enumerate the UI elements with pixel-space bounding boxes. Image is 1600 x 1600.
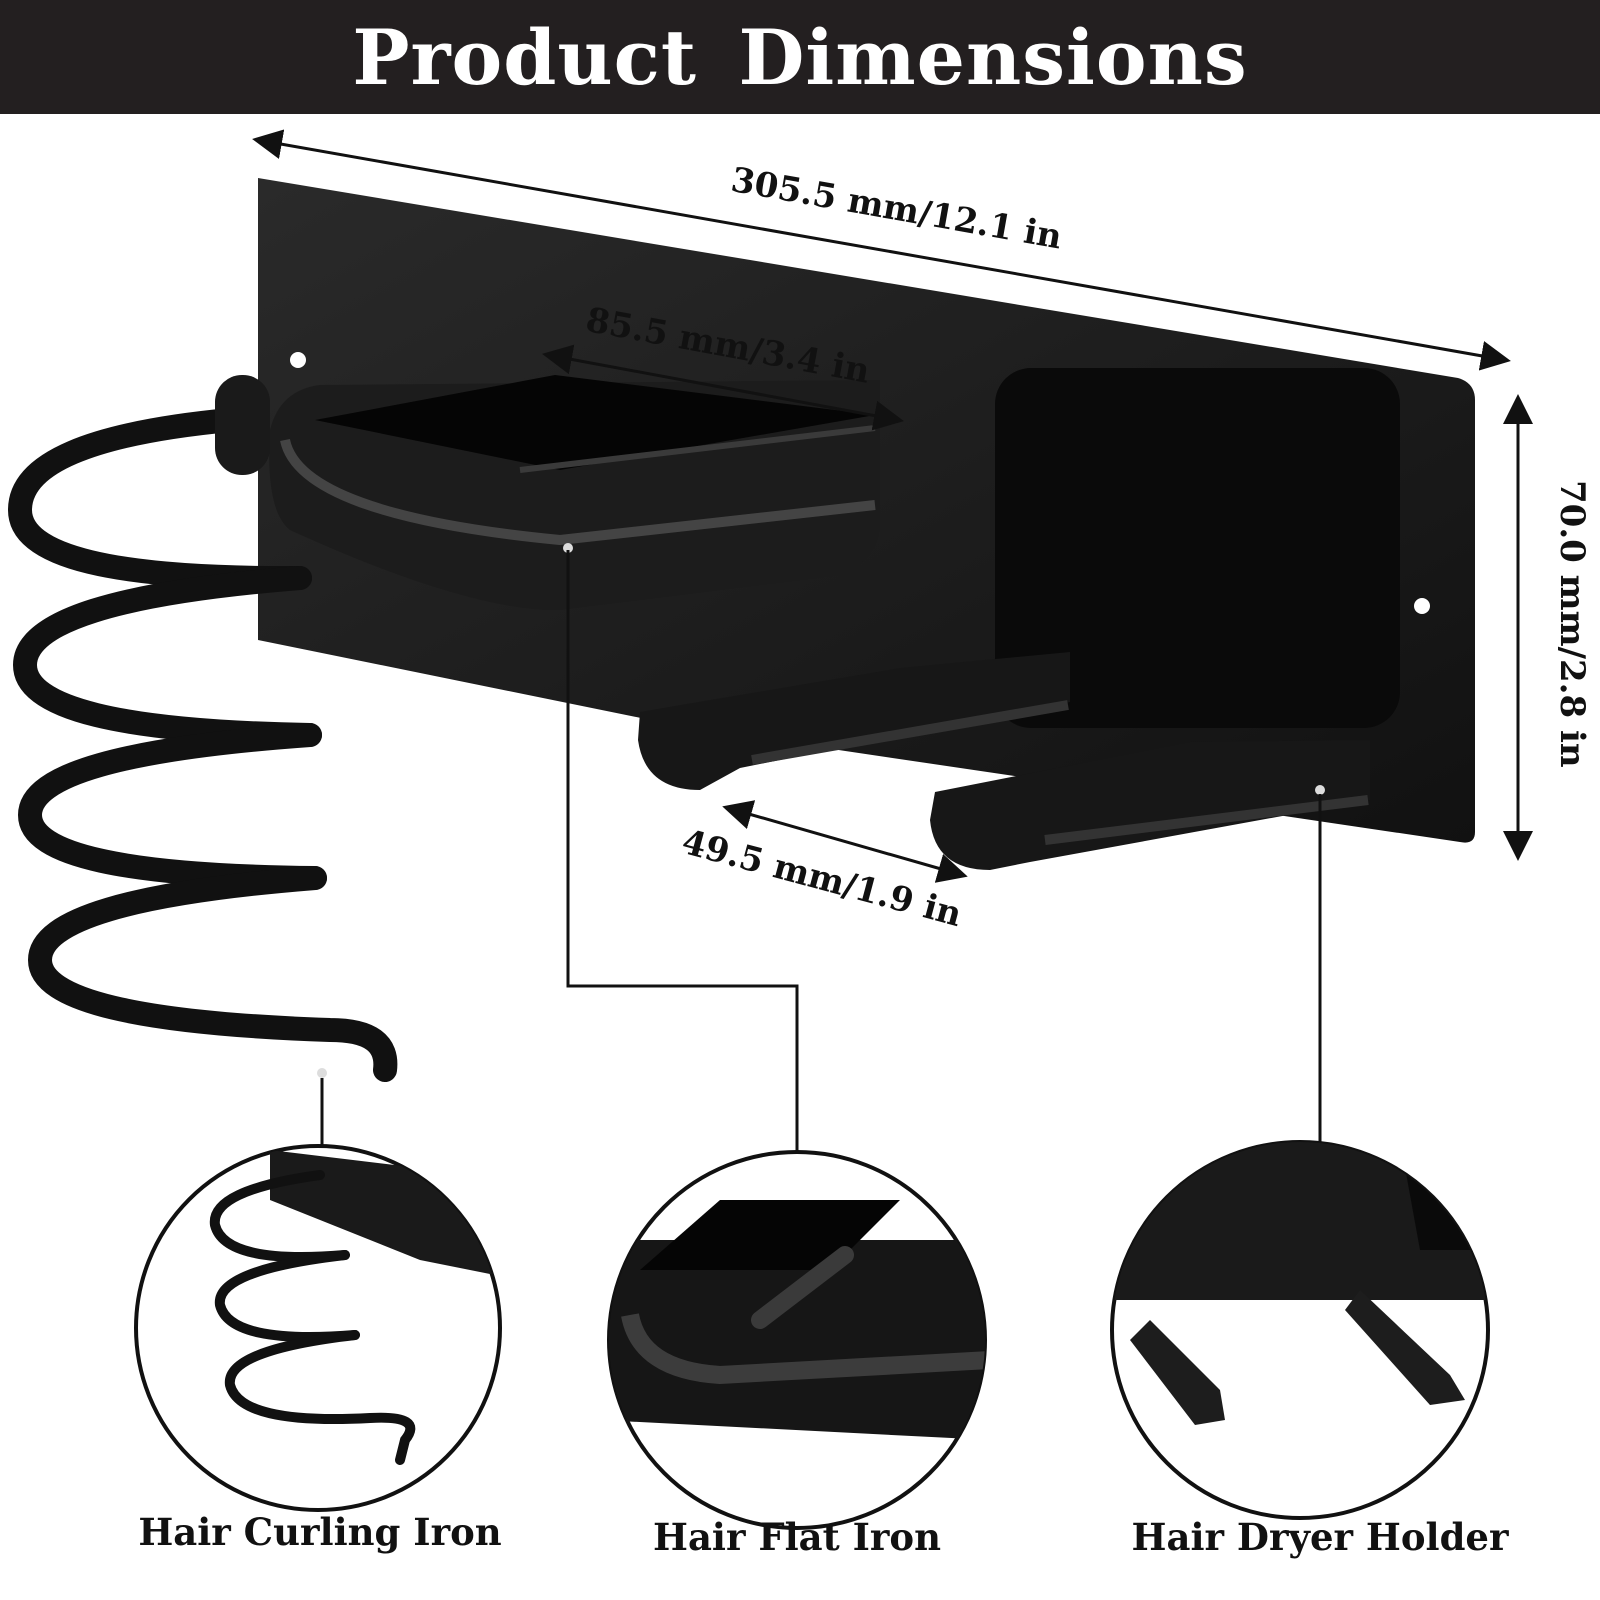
curling-iron-spiral [7,408,398,1082]
tray-width-arrow [542,344,904,431]
dryer-detail-circle [1110,1140,1490,1520]
page-title: Product Dimensions [352,12,1248,102]
spiral-mount [215,375,270,475]
title-banner: Product Dimensions [0,0,1600,114]
height-dimension-label: 70.0 mm/2.8 in [1552,480,1592,768]
flat-iron-detail-circle [607,1150,987,1530]
dryer-pad [995,368,1400,728]
dryer-hooks [638,652,1370,870]
length-arrow [252,129,1511,371]
screw-hole [1414,598,1430,614]
screw-hole [290,352,306,368]
caption-dryer-holder: Hair Dryer Holder [1131,1515,1509,1559]
curling-detail-circle [134,1144,502,1512]
caption-flat-iron: Hair Flat Iron [652,1515,941,1559]
caption-curling-iron: Hair Curling Iron [138,1510,502,1554]
hook-spacing-arrow [722,800,968,883]
